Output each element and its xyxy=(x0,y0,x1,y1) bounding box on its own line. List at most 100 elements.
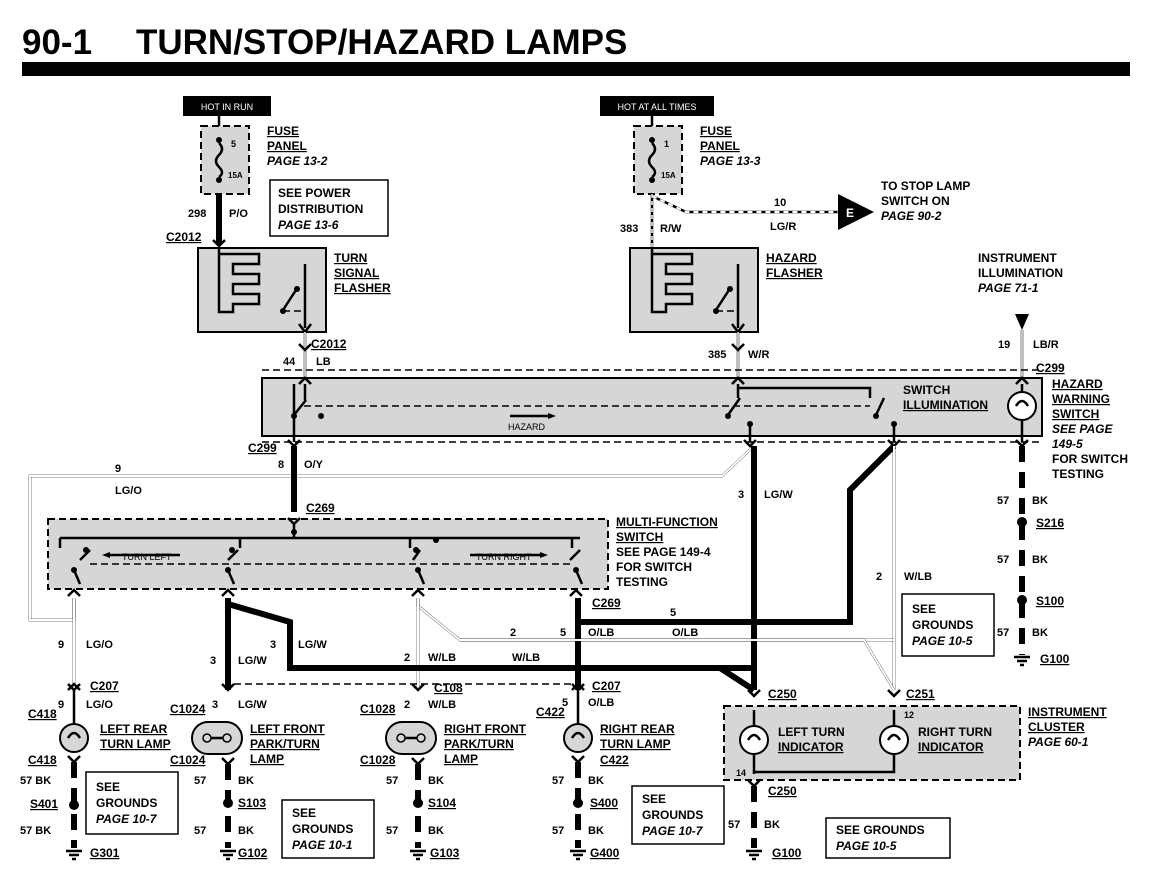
right-rear-lamp-icon xyxy=(563,723,593,753)
page-title: TURN/STOP/HAZARD LAMPS xyxy=(136,23,627,62)
turn-right-label: TURN RIGHT xyxy=(476,552,532,562)
hazard-inner-label: HAZARD xyxy=(508,422,546,432)
ground-g102: G102 xyxy=(238,846,268,860)
wire-number: 57 xyxy=(997,627,1009,639)
switch-label: HAZARD xyxy=(1052,377,1103,391)
wire-number: 57 xyxy=(386,825,398,837)
grounds-note-101 xyxy=(281,799,375,859)
wire-number: 57 xyxy=(386,775,398,787)
fuse-amp-right: 15A xyxy=(661,171,676,180)
wire-color: BK xyxy=(238,825,254,837)
connector-c299-top: C299 xyxy=(1036,361,1065,375)
cluster-label: CLUSTER xyxy=(1028,720,1085,734)
hazard-warning-switch xyxy=(261,377,1043,437)
lamp-label: TURN LAMP xyxy=(100,737,171,751)
indicator-label: RIGHT TURN xyxy=(918,725,992,739)
ground-g400: G400 xyxy=(590,846,620,860)
lamp-label: PARK/TURN xyxy=(444,737,514,751)
splice-s401: S401 xyxy=(30,797,58,811)
fuse-page-right: PAGE 13-3 xyxy=(700,154,761,168)
pin-12: 12 xyxy=(904,710,914,720)
mfs-label: SWITCH xyxy=(616,530,663,544)
connector-c2012-bottom: C2012 xyxy=(311,337,347,351)
title-bar xyxy=(22,62,1130,76)
wire-color: W/LB xyxy=(512,652,540,664)
wire-number: 10 xyxy=(774,197,786,209)
wire-number: 2 xyxy=(510,627,516,639)
ground-g301: G301 xyxy=(90,846,120,860)
wire-number: 3 xyxy=(212,699,218,711)
connector-c418-top: C418 xyxy=(28,707,57,721)
hot-in-run-text: HOT IN RUN xyxy=(201,102,253,112)
wire-color: LG/W xyxy=(238,699,267,711)
connector-c250-bottom: C250 xyxy=(768,784,797,798)
note-line: DISTRIBUTION xyxy=(278,202,363,216)
connector-c422-top: C422 xyxy=(536,705,565,719)
wire-number: 57 xyxy=(552,825,564,837)
wire-number: 5 xyxy=(562,697,568,709)
wire-color: O/LB xyxy=(588,697,614,709)
wire-color: LG/W xyxy=(238,655,267,667)
wire-number: 385 xyxy=(708,349,726,361)
wire-color: R/W xyxy=(660,223,682,235)
splice-s216: S216 xyxy=(1036,516,1064,530)
note-line: PAGE 13-6 xyxy=(278,218,339,232)
illumination-bulb-icon xyxy=(1007,391,1037,421)
note-line: SWITCH ON xyxy=(881,194,950,208)
wire-color: LG/R xyxy=(770,221,796,233)
wire-gauge-color: 57 BK xyxy=(20,775,51,787)
connector-c269-top: C269 xyxy=(306,501,335,515)
wire-number: 57 xyxy=(194,775,206,787)
ground-symbol-g102 xyxy=(220,849,236,861)
page-number: 90-1 xyxy=(22,23,92,62)
wire-color: BK xyxy=(764,819,780,831)
fuse-element-right xyxy=(647,142,657,179)
wire-color: BK xyxy=(588,825,604,837)
wire-number: 57 xyxy=(194,825,206,837)
fuse-amp-left: 15A xyxy=(228,171,243,180)
instrument-cluster xyxy=(723,705,1021,781)
connector-c2012-top: C2012 xyxy=(166,230,202,244)
wire-number: 383 xyxy=(620,223,638,235)
left-rear-lamp-icon xyxy=(59,723,89,753)
wire-gauge-color: 57 BK xyxy=(20,825,51,837)
note-line: PAGE 10-5 xyxy=(912,634,973,648)
note-line: SEE xyxy=(642,792,666,806)
fuse-panel-right xyxy=(633,125,683,195)
cluster-page: PAGE 60-1 xyxy=(1028,735,1089,749)
connector-e-label: E xyxy=(846,206,854,220)
power-distribution-note xyxy=(269,179,389,237)
wire-color: W/LB xyxy=(428,652,456,664)
wire-color: LG/O xyxy=(86,639,113,651)
wire-color: LB/R xyxy=(1033,339,1059,351)
switch-see: SEE PAGE xyxy=(1052,422,1113,436)
indicator-label: LEFT TURN xyxy=(778,725,845,739)
lamp-label: RIGHT REAR xyxy=(600,722,675,736)
mfs-see: SEE PAGE 149-4 xyxy=(616,545,711,559)
wire-number: 44 xyxy=(283,356,296,368)
connector-e-arrow xyxy=(838,194,874,230)
connector-c251: C251 xyxy=(906,687,935,701)
wire-color: W/R xyxy=(748,349,769,361)
note-line: GROUNDS xyxy=(292,822,353,836)
connector-c299-left: C299 xyxy=(248,441,277,455)
note-line: SEE POWER xyxy=(278,186,351,200)
connector-c1028-bottom: C1028 xyxy=(360,753,396,767)
wire-number: 9 xyxy=(58,699,64,711)
ground-symbol-g301 xyxy=(66,849,82,861)
splice-s400: S400 xyxy=(590,796,618,810)
grounds-note-105 xyxy=(901,593,995,657)
lamp-label: LEFT FRONT xyxy=(250,722,325,736)
wire-number: 19 xyxy=(998,339,1010,351)
wire-color: LG/W xyxy=(298,639,327,651)
ground-g100-right: G100 xyxy=(1040,652,1070,666)
hot-at-all-times-tag xyxy=(600,96,714,116)
fuse-element-left xyxy=(214,142,224,179)
wire-number: 5 xyxy=(670,607,676,619)
wire-number: 298 xyxy=(188,208,206,220)
wire-number: 2 xyxy=(876,571,882,583)
indicator-label: INDICATOR xyxy=(778,740,844,754)
turn-left-label: TURN LEFT xyxy=(122,552,172,562)
lamp-label: PARK/TURN xyxy=(250,737,320,751)
connector-c1028-top: C1028 xyxy=(360,702,396,716)
